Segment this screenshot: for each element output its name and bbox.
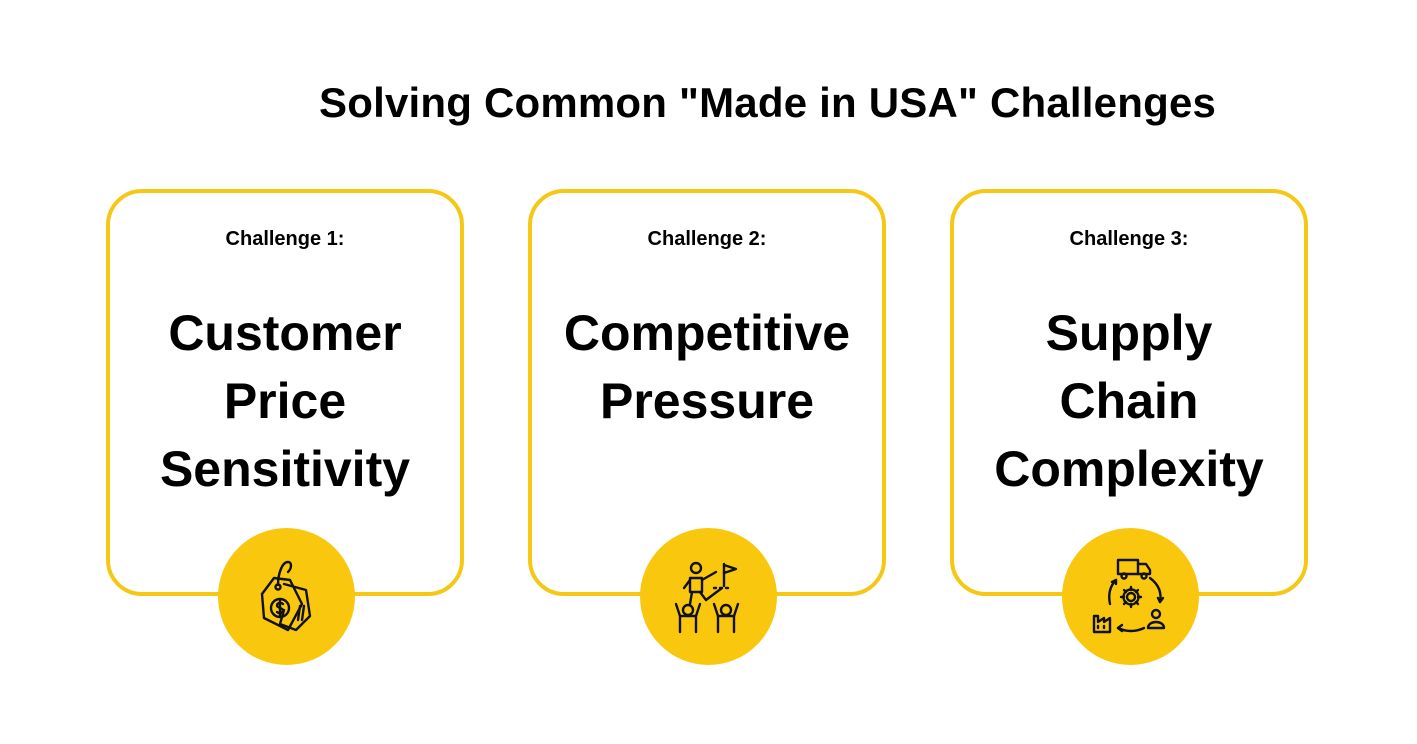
challenge-heading: Competitive Pressure xyxy=(532,299,882,435)
heading-line: Customer xyxy=(168,305,402,361)
icon-badge-1 xyxy=(218,528,355,665)
heading-line: Price xyxy=(223,373,347,429)
icon-badge-3 xyxy=(1062,528,1199,665)
challenge-label: Challenge 2: xyxy=(647,228,767,250)
challenge-label: Challenge 1: xyxy=(225,228,345,250)
page-title: Solving Common "Made in USA" Challenges xyxy=(319,79,1217,126)
heading-line: Sensitivity xyxy=(159,441,411,497)
competition-icon xyxy=(674,561,739,633)
challenge-heading: Supply Chain Complexity xyxy=(954,299,1304,503)
challenge-heading: Customer Price Sensitivity xyxy=(110,299,460,503)
price-tag-icon xyxy=(260,560,311,631)
supply-chain-icon xyxy=(1092,558,1165,633)
heading-line: Competitive xyxy=(563,305,851,361)
challenge-card-1: Challenge 1: Customer Price Sensitivity xyxy=(106,189,464,596)
heading-line: Complexity xyxy=(994,441,1264,497)
icon-badge-2 xyxy=(640,528,777,665)
heading-line: Pressure xyxy=(599,373,815,429)
challenge-label: Challenge 3: xyxy=(1069,228,1189,250)
heading-line: Supply xyxy=(1045,305,1213,361)
heading-line: Chain xyxy=(1059,373,1199,429)
